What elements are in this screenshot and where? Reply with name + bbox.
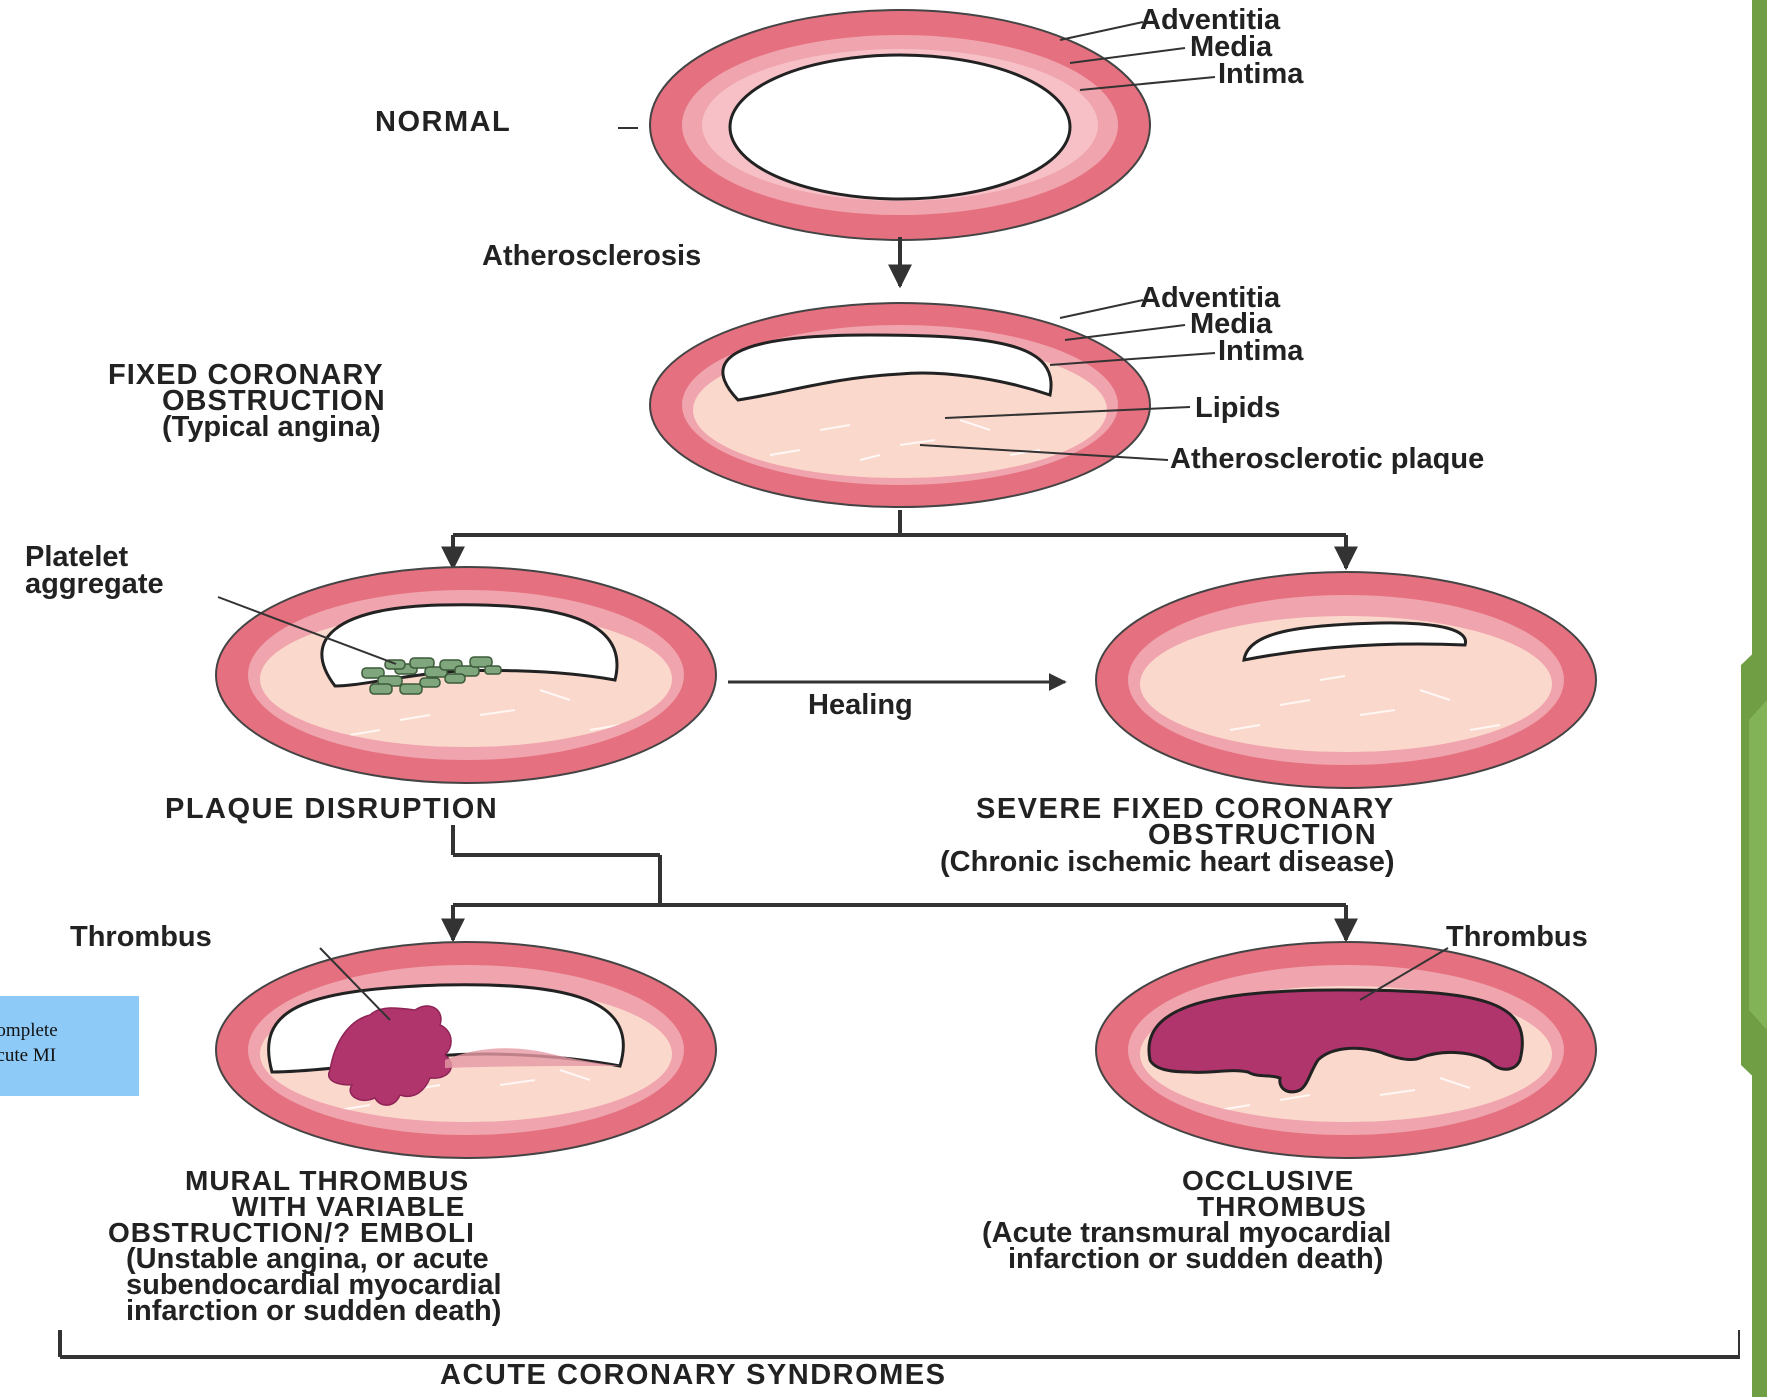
mural-thrombus-vessel bbox=[216, 942, 716, 1158]
platelet-label-line-2: aggregate bbox=[25, 568, 164, 600]
fixed-title-line-3: (Typical angina) bbox=[162, 411, 381, 443]
occlusive-title-line-4: infarction or sudden death) bbox=[1008, 1243, 1383, 1275]
normal-vessel bbox=[650, 10, 1150, 240]
fixed-lipids-label: Lipids bbox=[1195, 392, 1280, 424]
fixed-obstruction-vessel bbox=[650, 303, 1150, 507]
fixed-intima-label: Intima bbox=[1218, 335, 1304, 367]
acute-coronary-syndromes-label: ACUTE CORONARY SYNDROMES bbox=[440, 1359, 947, 1391]
severe-title-line-3: (Chronic ischemic heart disease) bbox=[940, 846, 1395, 878]
mural-title-line-6: infarction or sudden death) bbox=[126, 1295, 501, 1327]
healing-label: Healing bbox=[808, 689, 913, 721]
branch-connector bbox=[453, 510, 1346, 568]
acs-bracket bbox=[60, 1330, 1740, 1357]
normal-intima-label: Intima bbox=[1218, 58, 1304, 90]
atherosclerosis-label: Atherosclerosis bbox=[482, 240, 701, 272]
occlusive-thrombus-label: Thrombus bbox=[1446, 921, 1588, 953]
normal-title: NORMAL bbox=[375, 106, 511, 138]
plaque-disruption-vessel bbox=[216, 567, 716, 783]
severe-obstruction-vessel bbox=[1096, 572, 1596, 788]
occlusive-thrombus-vessel bbox=[1096, 942, 1596, 1158]
disruption-title: PLAQUE DISRUPTION bbox=[165, 793, 498, 825]
mural-thrombus-label: Thrombus bbox=[70, 921, 212, 953]
slide-accent-triangle bbox=[1739, 640, 1767, 1090]
fixed-plaque-label: Atherosclerotic plaque bbox=[1170, 443, 1484, 475]
